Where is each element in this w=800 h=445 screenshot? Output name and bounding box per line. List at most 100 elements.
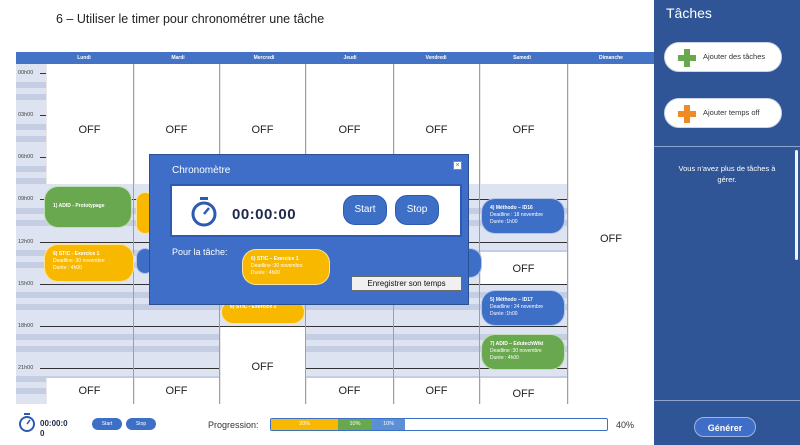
hour-label: 18h00 xyxy=(18,323,34,329)
timer-display: 00:00:00 xyxy=(232,206,297,223)
hour-label: 21h00 xyxy=(18,365,34,371)
task-deadline: Deadline : 24 novembre xyxy=(490,304,544,310)
off-block[interactable] xyxy=(394,378,479,404)
task-title: 6) STIC - Exercice 2 xyxy=(230,304,277,310)
task-duration: Durée : 4h00 xyxy=(251,270,280,276)
task-deadline: Deadline :30 novembre xyxy=(490,348,542,354)
slot-stripe xyxy=(16,334,654,340)
slot-stripe xyxy=(16,304,654,310)
off-block[interactable] xyxy=(220,327,305,404)
progress-segment: 10% xyxy=(338,419,372,430)
task-title: 4) Méthodo – ID16 xyxy=(490,205,533,211)
off-block[interactable] xyxy=(46,64,133,184)
task-duration: Durée :1h00 xyxy=(490,311,518,317)
day-header-mercredi: Mercredi xyxy=(253,55,275,61)
start-button[interactable]: Start xyxy=(343,195,387,225)
footer-start-button[interactable]: Start xyxy=(92,418,122,430)
plus-icon xyxy=(678,49,696,67)
off-block[interactable] xyxy=(568,64,654,404)
off-label: OFF xyxy=(338,124,361,136)
stop-button[interactable]: Stop xyxy=(395,195,439,225)
task-title: 6) STIC – Exercice 1 xyxy=(251,256,299,262)
add-time-off-label: Ajouter temps off xyxy=(703,108,760,117)
progress-total: 40% xyxy=(616,420,635,430)
progress-label: Progression: xyxy=(208,420,259,430)
chronometre-dialog: Chronomètre × 00:00:00 Start Stop Pour l… xyxy=(149,154,469,305)
task-deadline: Deadline : 18 novembre xyxy=(490,212,544,218)
off-label: OFF xyxy=(425,124,448,136)
hour-label: 06h00 xyxy=(18,154,34,160)
empty-tasks-message: Vous n'avez plus de tâches à gérer. xyxy=(678,164,776,184)
generate-button[interactable]: Générer xyxy=(694,417,756,437)
slot-stripe xyxy=(16,346,654,352)
page-title: 6 – Utiliser le timer pour chronométrer … xyxy=(56,12,325,26)
task-card[interactable]: 4) Méthodo – ID16 Deadline : 18 novembre… xyxy=(481,198,565,234)
hour-label: 12h00 xyxy=(18,239,34,245)
off-label: OFF xyxy=(338,385,361,397)
footer-stop-button[interactable]: Stop xyxy=(126,418,156,430)
progress-segment: 10% xyxy=(371,419,406,430)
add-time-off-button[interactable]: Ajouter temps off xyxy=(664,98,782,128)
off-label: OFF xyxy=(600,233,622,245)
task-title: 6) STIC - Exercice 1 xyxy=(53,251,100,257)
task-title: 7) ADID – EdutechWiki xyxy=(490,341,544,347)
off-block[interactable] xyxy=(306,378,393,404)
plus-icon xyxy=(678,105,696,123)
task-title: 1) ADID - Prototypage xyxy=(53,203,105,209)
divider xyxy=(654,400,800,401)
close-icon[interactable]: × xyxy=(453,161,462,170)
task-deadline: Deadline :30 novembre xyxy=(251,263,303,269)
day-divider xyxy=(567,64,568,404)
hour-label: 03h00 xyxy=(18,112,34,118)
off-label: OFF xyxy=(78,124,101,136)
day-header-mardi: Mardi xyxy=(171,55,185,61)
day-divider xyxy=(133,64,134,404)
progress-bar: 20% 10% 10% xyxy=(270,418,608,431)
day-header-lundi: Lundi xyxy=(77,55,91,61)
off-block[interactable] xyxy=(134,378,219,404)
stopwatch-icon xyxy=(19,413,35,432)
off-label: OFF xyxy=(251,124,274,136)
task-duration: Durée :1h00 xyxy=(490,219,518,225)
off-label: OFF xyxy=(512,263,535,275)
add-tasks-label: Ajouter des tâches xyxy=(703,52,766,61)
hour-label: 15h00 xyxy=(18,281,34,287)
day-header-dimanche: Dimanche xyxy=(599,55,623,61)
task-card[interactable]: 6) STIC - Exercice 1 Deadline :30 novemb… xyxy=(44,244,134,282)
off-block[interactable] xyxy=(480,64,567,184)
task-deadline: Deadline :30 novembre xyxy=(53,258,105,264)
off-label: OFF xyxy=(512,388,535,400)
off-label: OFF xyxy=(425,385,448,397)
stopwatch-icon xyxy=(191,197,217,227)
dialog-title: Chronomètre xyxy=(172,165,231,176)
task-card[interactable]: 7) ADID – EdutechWiki Deadline :30 novem… xyxy=(481,334,565,370)
off-label: OFF xyxy=(165,385,188,397)
off-label: OFF xyxy=(78,385,101,397)
day-header-samedi: Samedi xyxy=(513,55,531,61)
footer-timer-display: 00:00:00 xyxy=(40,419,68,438)
task-card[interactable]: 5) Méthodo – ID17 Deadline : 24 novembre… xyxy=(481,290,565,326)
sidebar-title: Tâches xyxy=(666,5,712,21)
task-duration: Durée : 4h00 xyxy=(490,355,519,361)
task-card[interactable]: 1) ADID - Prototypage xyxy=(44,186,132,228)
off-label: OFF xyxy=(251,361,274,373)
day-header-jeudi: Jeudi xyxy=(343,55,357,61)
task-label: Pour la tâche: xyxy=(172,247,228,257)
off-label: OFF xyxy=(165,124,188,136)
hour-line xyxy=(40,326,654,327)
progress-segment: 20% xyxy=(271,419,339,430)
save-time-button[interactable]: Enregistrer son temps xyxy=(351,276,462,291)
divider xyxy=(654,146,800,147)
off-block[interactable] xyxy=(480,378,567,404)
timer-panel: 00:00:00 Start Stop xyxy=(170,184,462,237)
off-block[interactable] xyxy=(46,378,133,404)
off-label: OFF xyxy=(512,124,535,136)
calendar-header xyxy=(16,52,654,64)
task-duration: Durée : 4h00 xyxy=(53,265,82,271)
off-block[interactable] xyxy=(480,252,567,284)
scrollbar[interactable] xyxy=(795,150,798,260)
hour-line xyxy=(40,368,654,369)
day-divider xyxy=(479,64,480,404)
add-tasks-button[interactable]: Ajouter des tâches xyxy=(664,42,782,72)
hour-label: 09h00 xyxy=(18,196,34,202)
